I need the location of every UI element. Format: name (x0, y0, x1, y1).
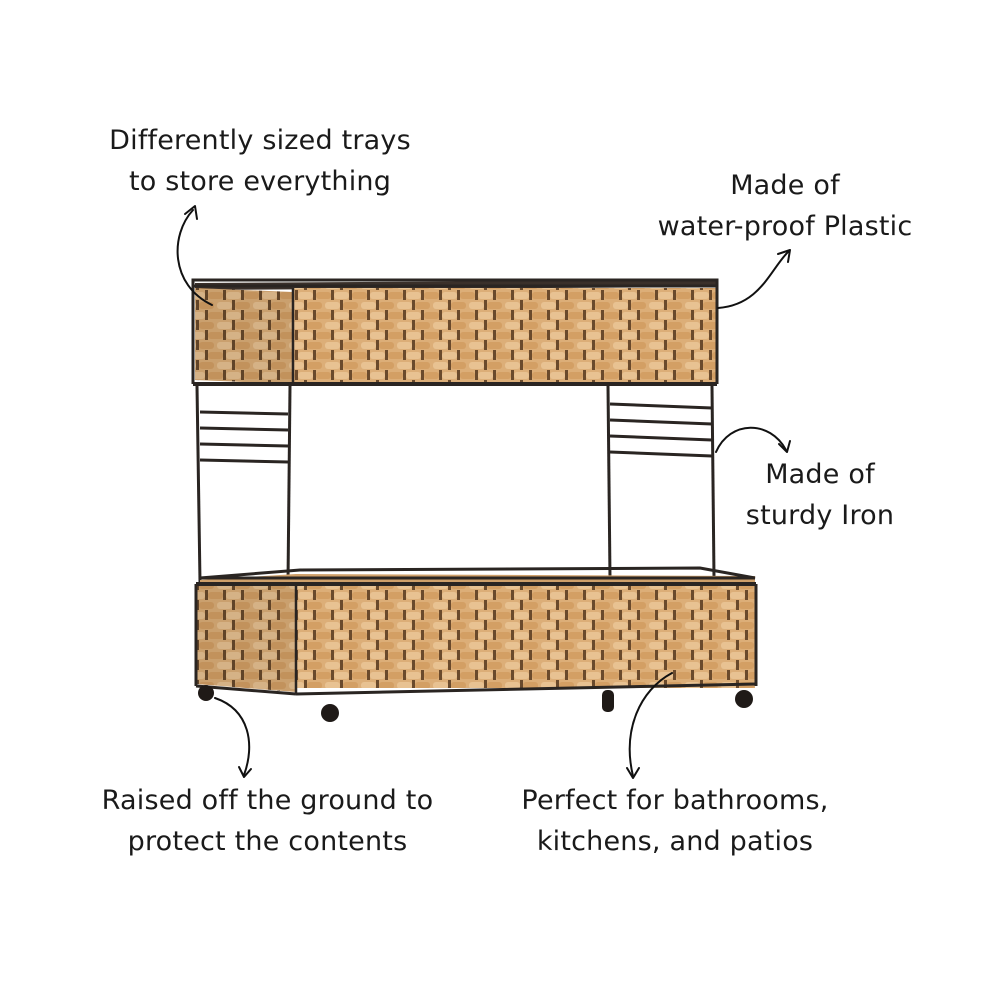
callout-iron-line2: sturdy Iron (745, 500, 895, 531)
callout-perfect-line1: Perfect for bathrooms, (521, 785, 829, 816)
callout-plastic-line2: water-proof Plastic (657, 211, 913, 242)
callout-perfect: Perfect for bathrooms, kitchens, and pat… (505, 780, 845, 862)
callout-perfect-line2: kitchens, and patios (536, 826, 814, 857)
callout-raised: Raised off the ground to protect the con… (85, 780, 450, 862)
callout-trays: Differently sized trays to store everyth… (95, 120, 425, 202)
bottom-tray (194, 566, 758, 696)
callout-trays-line2: to store everything (128, 166, 392, 197)
feet (198, 685, 753, 722)
callout-raised-line1: Raised off the ground to (101, 785, 434, 816)
callout-plastic-line1: Made of (730, 170, 840, 201)
arrow-iron (715, 426, 787, 453)
callout-iron: Made of sturdy Iron (730, 454, 910, 536)
iron-frame (195, 385, 716, 583)
callout-trays-line1: Differently sized trays (109, 125, 411, 156)
arrow-plastic (717, 251, 789, 309)
callout-arrows (176, 205, 791, 779)
arrow-raised (214, 697, 251, 776)
arrow-perfect (628, 672, 673, 777)
callout-iron-line1: Made of (765, 459, 875, 490)
callout-raised-line2: protect the contents (127, 826, 408, 857)
arrow-trays (176, 209, 213, 306)
top-tray (191, 278, 719, 386)
callout-plastic: Made of water-proof Plastic (640, 165, 930, 247)
